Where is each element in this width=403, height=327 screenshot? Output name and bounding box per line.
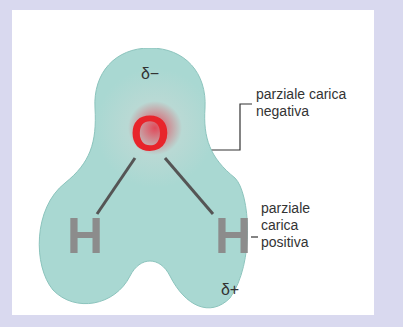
callout-label: parziale carica positiva xyxy=(261,200,323,250)
oxygen-atom: O xyxy=(131,109,170,159)
hydrogen-atom: H xyxy=(215,211,251,261)
callout-label: parziale carica negativa xyxy=(256,86,366,120)
molecule-shape xyxy=(30,48,260,318)
partial-charge-symbol: δ+ xyxy=(221,282,239,298)
hydrogen-atom: H xyxy=(67,211,103,261)
partial-charge-symbol: δ− xyxy=(141,66,159,82)
water-molecule: δ− O H Hδ+ xyxy=(30,48,260,318)
